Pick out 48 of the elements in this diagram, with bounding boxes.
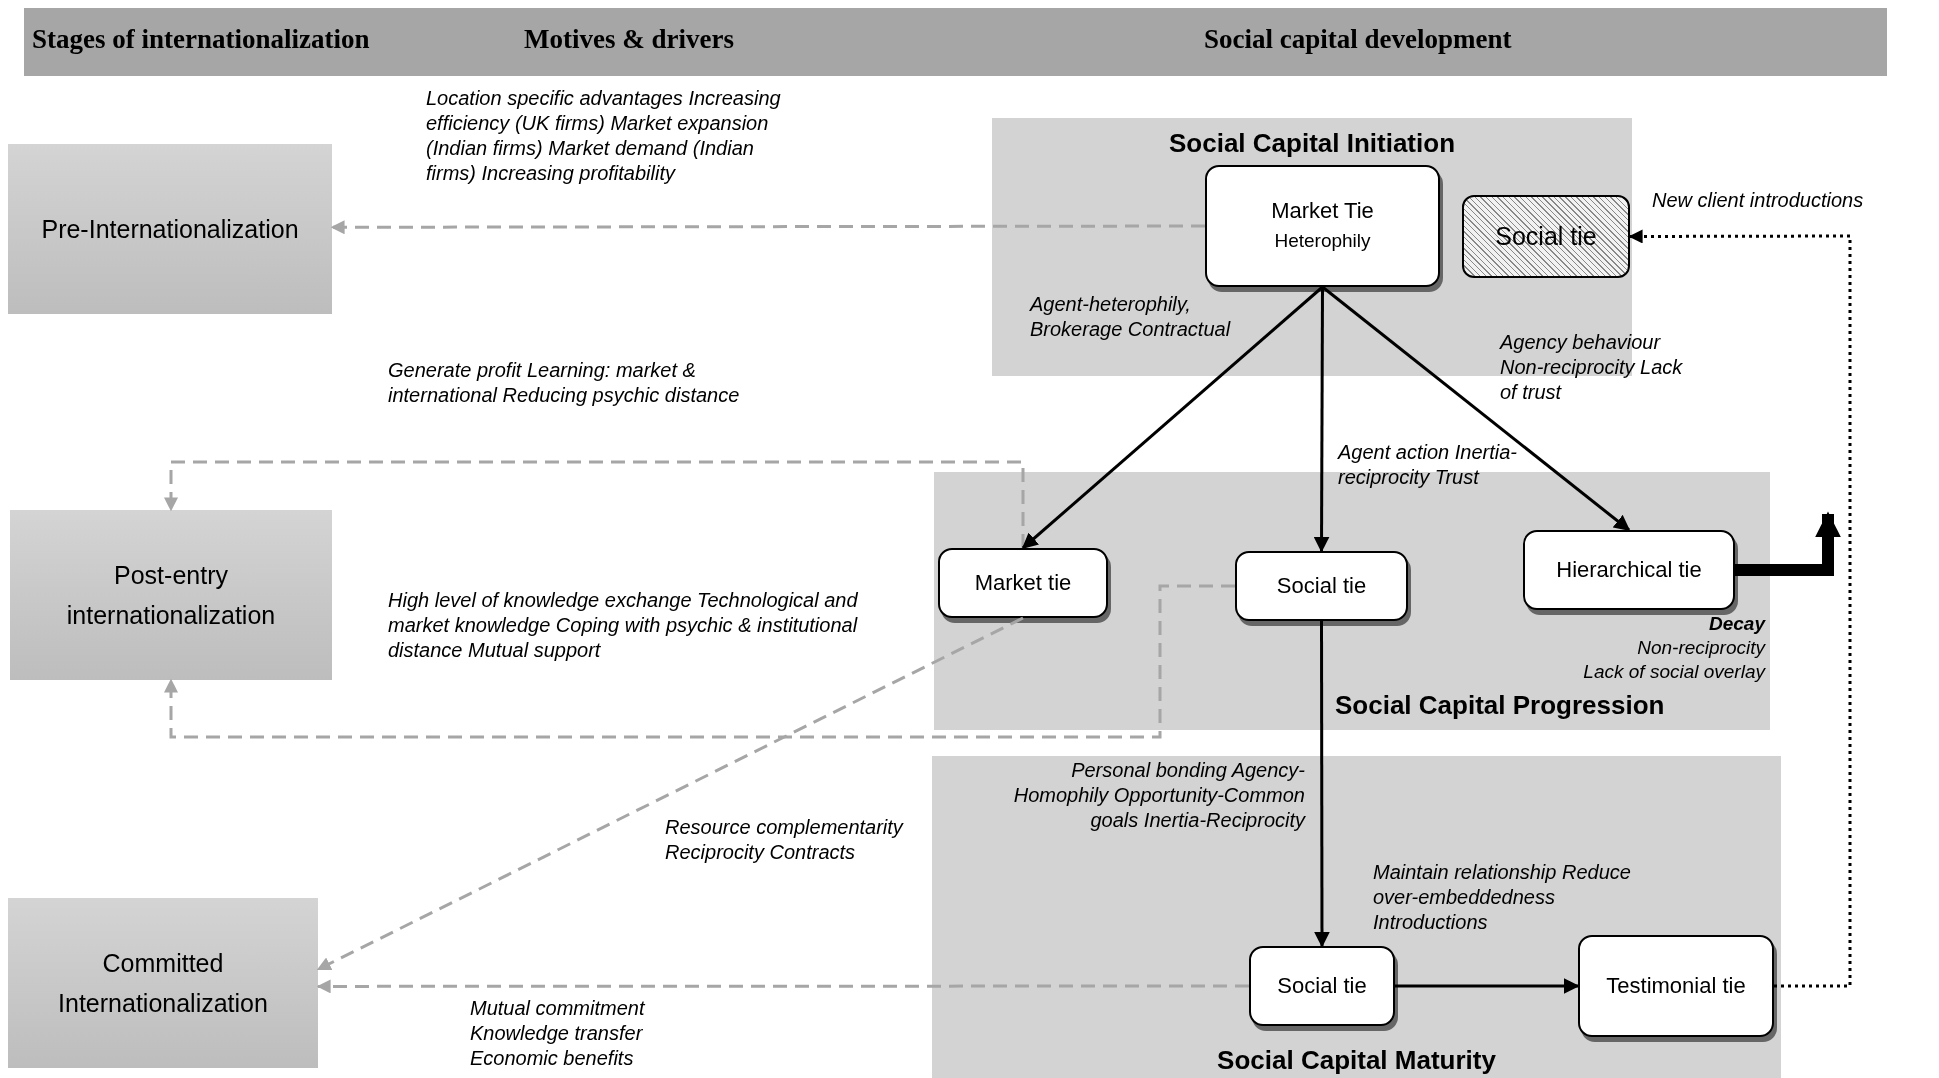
edge-label: Location specific advantages Increasing efficiency (UK firms) Market expansion (Indian firms) Market demand (Indian firms) Increasing profitability	[426, 86, 782, 186]
arrow	[1313, 287, 1330, 553]
stage-box	[8, 898, 318, 1068]
dashed-arrow	[316, 979, 1249, 994]
node-label: Committed Internationalization	[57, 948, 269, 1019]
node-label: Heterophily	[1274, 229, 1371, 253]
column-heading: Stages of internationalization	[32, 24, 370, 55]
node-label: Market tie	[974, 569, 1072, 597]
arrow	[1314, 621, 1330, 948]
note-heading: Decay	[1708, 612, 1765, 636]
arrow	[1321, 285, 1631, 532]
node-label: Testimonial tie	[1606, 972, 1746, 1000]
arrow	[1021, 285, 1324, 550]
node-label: Social tie	[1277, 972, 1367, 1000]
thick-arrow	[1735, 511, 1841, 576]
edge-label: Agent action Inertia-reciprocity Trust	[1338, 440, 1518, 490]
node-label: Hierarchical tie	[1556, 556, 1702, 584]
group-title: Social Capital Initiation	[1167, 128, 1456, 159]
node-note: Lack of social overlay	[1582, 660, 1765, 684]
column-heading: Social capital development	[1204, 24, 1512, 55]
group-panel	[932, 756, 1781, 1078]
node-note: Non-reciprocity	[1636, 636, 1765, 660]
group-title: Social Capital Progression	[1335, 690, 1665, 721]
edge-label: Mutual commitment Knowledge transfer Economic benefits	[470, 996, 646, 1071]
node-label: Post-entry internationalization	[65, 560, 277, 631]
column-heading: Motives & drivers	[524, 24, 734, 55]
edge-label: Generate profit Learning: market & international Reducing psychic distance	[388, 358, 741, 408]
dashed-arrow	[316, 616, 1024, 971]
edge-label: Resource complementarity Reciprocity Contracts	[665, 815, 905, 865]
edge-label: Agency behaviour Non-reciprocity Lack of trust	[1500, 330, 1684, 405]
edge-label: Maintain relationship Reduce over-embeddedness Introductions	[1373, 860, 1632, 935]
group-title: Social Capital Maturity	[1216, 1045, 1497, 1076]
node-label: Pre-Internationalization	[41, 214, 299, 245]
dashed-arrow	[164, 460, 1025, 548]
node-label: Market Tie	[1271, 197, 1374, 225]
dashed-arrow	[330, 220, 1205, 235]
edge-label: Agent-heterophily, Brokerage Contractual	[1030, 292, 1232, 342]
node-label: Social tie	[1495, 222, 1597, 251]
stage-box	[8, 144, 332, 314]
node-label: Social tie	[1276, 572, 1367, 600]
dashed-arrow	[164, 584, 1235, 739]
dotted-arrow	[1628, 229, 1852, 988]
arrow	[1395, 978, 1580, 994]
stage-box	[10, 510, 332, 680]
hatched-tie-box	[1462, 195, 1630, 278]
edge-label: Personal bonding Agency- Homophily Opportunity-Common goals Inertia-Reciprocity	[1012, 758, 1305, 833]
edge-label: New client introductions	[1652, 188, 1865, 213]
edge-label: High level of knowledge exchange Technological and market knowledge Coping with psychic & institutional distance Mutual support	[388, 588, 858, 663]
